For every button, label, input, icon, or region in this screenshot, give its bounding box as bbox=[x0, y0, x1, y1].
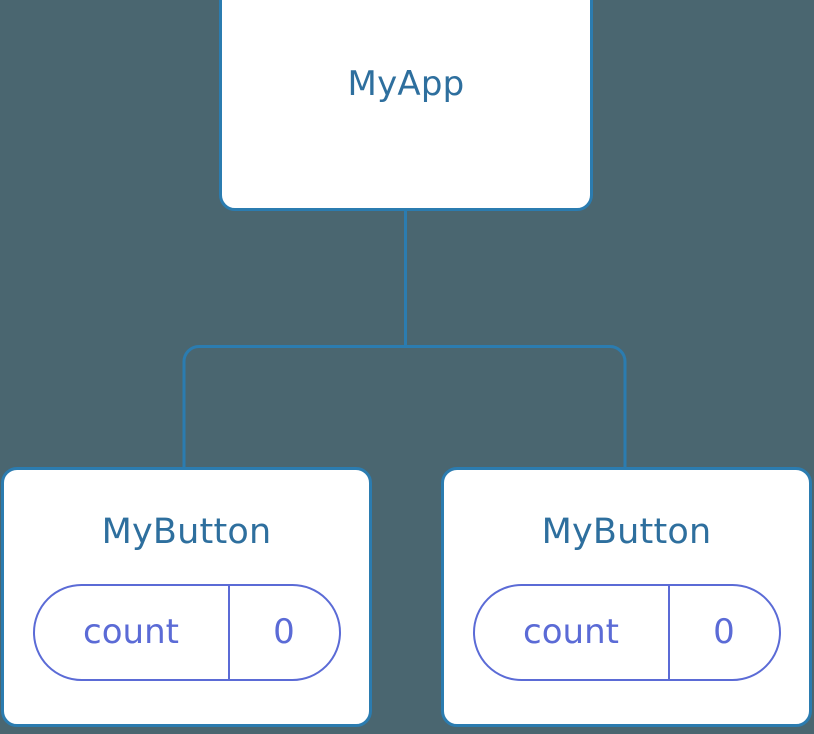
node-title-child-2: MyButton bbox=[541, 512, 712, 552]
node-title-root: MyApp bbox=[347, 63, 465, 104]
edge-bus-to-child-right bbox=[405, 345, 627, 468]
tree-node-root[interactable]: MyApp bbox=[219, 0, 593, 211]
state-badge-child-1[interactable]: count 0 bbox=[32, 583, 341, 681]
node-title-child-1: MyButton bbox=[101, 512, 272, 552]
state-badge-child-2[interactable]: count 0 bbox=[472, 583, 781, 681]
state-value-child-1: 0 bbox=[273, 612, 295, 652]
tree-node-child-1[interactable]: MyButton count 0 bbox=[1, 467, 372, 727]
edge-bus-to-child-left bbox=[182, 345, 406, 468]
tree-node-child-2[interactable]: MyButton count 0 bbox=[441, 467, 812, 727]
state-value-child-2: 0 bbox=[713, 612, 735, 652]
state-key-child-2: count bbox=[475, 585, 670, 679]
state-key-child-1: count bbox=[35, 585, 230, 679]
